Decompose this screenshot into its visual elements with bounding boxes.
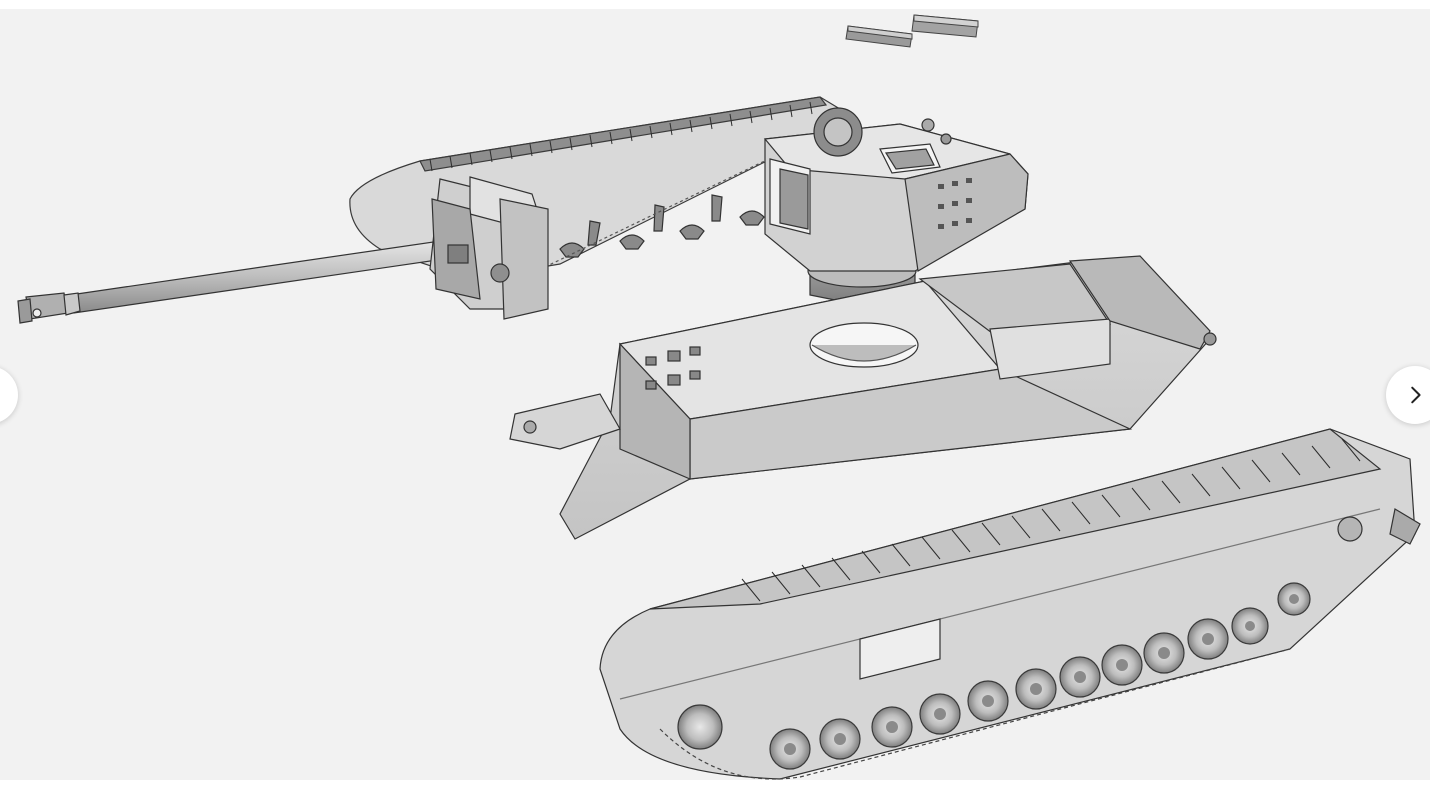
small-parts bbox=[845, 14, 979, 48]
chevron-right-icon bbox=[1411, 386, 1421, 404]
next-image-button[interactable] bbox=[1386, 366, 1430, 424]
turret-part bbox=[763, 107, 1029, 306]
running-gear-part bbox=[599, 428, 1421, 780]
tank-model-render bbox=[17, 14, 1421, 780]
hull-part bbox=[509, 255, 1217, 540]
gun-mantlet-part bbox=[429, 176, 549, 320]
product-image: 3D model render of tank parts: gun barre… bbox=[0, 9, 1430, 780]
gun-barrel-part bbox=[17, 240, 445, 324]
previous-image-button[interactable] bbox=[0, 366, 18, 424]
